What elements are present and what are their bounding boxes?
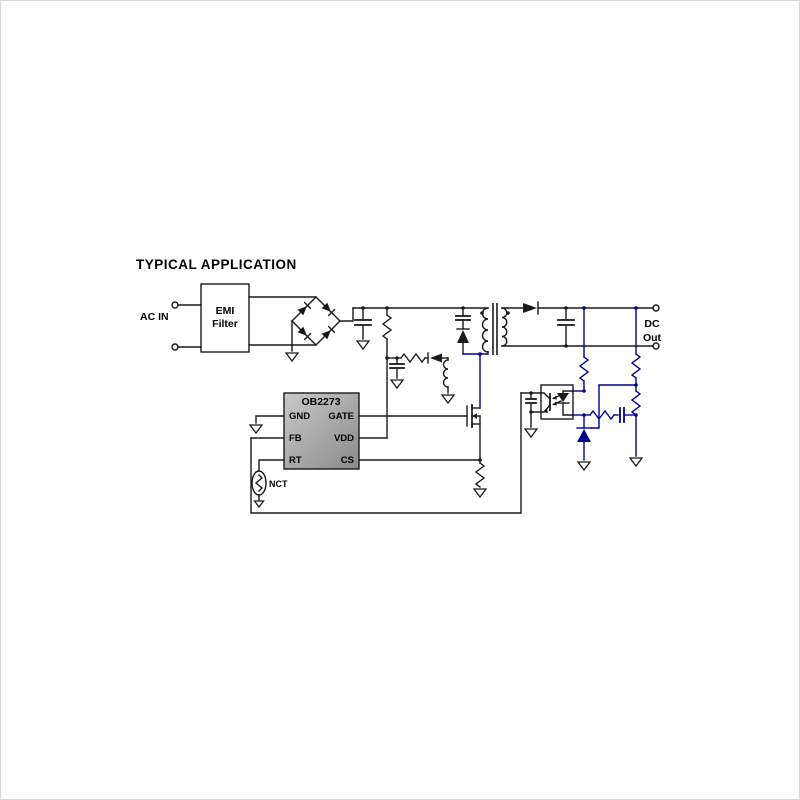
optocoupler bbox=[540, 384, 574, 420]
bridge-rectifier bbox=[284, 296, 354, 363]
power-mosfet bbox=[466, 353, 481, 464]
ntc-thermistor: NCT bbox=[251, 470, 288, 509]
vdd-capacitor bbox=[389, 356, 405, 390]
opto-phototransistor bbox=[540, 392, 551, 413]
opto-light-arrows bbox=[552, 394, 562, 406]
ground-symbol-opto bbox=[523, 428, 539, 439]
ground-symbol-aux bbox=[440, 394, 456, 405]
mosfet-body-arrow bbox=[472, 413, 477, 419]
ground-symbol-divider bbox=[628, 457, 644, 468]
opto-filter-capacitor bbox=[525, 392, 537, 413]
dc-output: DC Out bbox=[643, 304, 662, 350]
ground-symbol-nct bbox=[253, 500, 265, 509]
emi-label-line2: Filter bbox=[212, 318, 238, 330]
aux-feed-resistor bbox=[400, 352, 429, 364]
ac-in-label: AC IN bbox=[140, 311, 169, 323]
ic-body bbox=[283, 392, 360, 470]
bridge-diode-bl bbox=[297, 326, 312, 341]
bridge-outline bbox=[291, 296, 341, 346]
dc-terminal-bottom bbox=[652, 342, 660, 350]
ac-terminal-top bbox=[171, 301, 179, 309]
dc-terminal-top bbox=[652, 304, 660, 312]
shunt-regulator bbox=[576, 413, 592, 472]
ic-pin-wires bbox=[248, 415, 481, 472]
bridge-dc-plus-wire bbox=[339, 307, 354, 322]
page-title: TYPICAL APPLICATION bbox=[136, 257, 297, 272]
emi-label-line1: EMI bbox=[216, 305, 235, 317]
divider-resistor-lower bbox=[630, 390, 642, 416]
phase-dot-primary bbox=[480, 311, 484, 315]
dc-out-label-line1: DC bbox=[644, 318, 660, 330]
ground-symbol-bulk bbox=[355, 340, 371, 351]
ground-symbol-vdd bbox=[389, 379, 405, 390]
bridge-diode-tr bbox=[321, 302, 336, 317]
gnd-pin-wire bbox=[255, 415, 285, 424]
compensation-network bbox=[583, 407, 637, 423]
divider-resistor-upper bbox=[630, 353, 642, 379]
opto-led bbox=[556, 390, 574, 416]
bulk-capacitor bbox=[354, 306, 372, 351]
ic-ob2273: OB2273 GND FB RT GATE VDD CS bbox=[283, 392, 360, 470]
dc-out-label-line2: Out bbox=[643, 332, 662, 344]
opto-emitter-wire bbox=[530, 411, 542, 428]
nct-label: NCT bbox=[269, 479, 288, 489]
ground-symbol-shunt bbox=[576, 461, 592, 472]
secondary-winding bbox=[501, 307, 508, 347]
opto-external-wiring bbox=[520, 391, 585, 439]
pin-fb-label: FB bbox=[289, 433, 302, 444]
aux-rectifier-diode bbox=[427, 352, 449, 364]
startup-resistor bbox=[381, 306, 393, 359]
aux-winding bbox=[440, 357, 456, 405]
fb-return-wire bbox=[250, 392, 522, 514]
primary-return-wire bbox=[479, 351, 489, 355]
emi-filter: EMI Filter bbox=[200, 283, 317, 353]
pin-cs-label: CS bbox=[341, 455, 354, 466]
transformer bbox=[478, 303, 510, 356]
output-capacitor bbox=[557, 306, 575, 348]
bridge-diode-br bbox=[321, 325, 336, 340]
pin-gnd-label: GND bbox=[289, 411, 310, 422]
ic-name-label: OB2273 bbox=[301, 396, 340, 408]
clamp-network bbox=[455, 306, 481, 355]
pin-rt-label: RT bbox=[289, 455, 302, 466]
feedback-divider bbox=[590, 306, 644, 468]
pin-vdd-label: VDD bbox=[334, 433, 354, 444]
ground-symbol-sense bbox=[472, 488, 488, 499]
output-rectifier-diode bbox=[501, 301, 654, 315]
ground-symbol-bridge bbox=[284, 352, 300, 363]
reference-wire bbox=[590, 384, 637, 429]
optocoupler-box bbox=[540, 384, 574, 420]
led-series-resistor bbox=[572, 306, 590, 393]
bridge-diode-tl bbox=[297, 301, 312, 316]
sense-resistor bbox=[472, 458, 488, 499]
phase-dot-secondary bbox=[506, 311, 510, 315]
pin-gate-label: GATE bbox=[328, 411, 354, 422]
ground-symbol-ic bbox=[248, 424, 264, 435]
ac-input: AC IN bbox=[140, 301, 202, 351]
ac-terminal-bottom bbox=[171, 343, 179, 351]
emi-filter-box bbox=[200, 283, 250, 353]
primary-winding bbox=[481, 307, 489, 353]
compensation-resistor bbox=[589, 409, 615, 421]
rt-pin-wire bbox=[258, 459, 285, 472]
